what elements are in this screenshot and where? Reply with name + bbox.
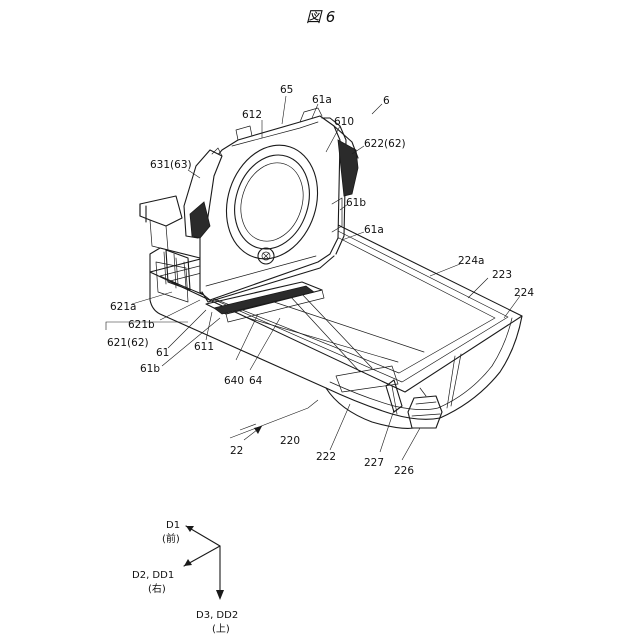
label-612: 612 <box>242 109 262 121</box>
label-220: 220 <box>280 435 300 447</box>
figure-title: 図 6 <box>306 8 335 26</box>
axis-d2-sub: (右) <box>148 582 166 595</box>
axis-d1-sub: (前) <box>162 532 180 545</box>
label-621a: 621a <box>110 301 136 313</box>
label-621b: 621b <box>128 319 155 331</box>
label-61: 61 <box>156 347 169 359</box>
label-610: 610 <box>334 116 354 128</box>
axis-d2-label: D2, DD1 <box>132 570 174 581</box>
label-61b-right: 61b <box>346 197 366 209</box>
axis-d1-label: D1 <box>166 520 180 531</box>
arrow-22 <box>244 426 262 440</box>
label-6: 6 <box>383 95 390 107</box>
label-22: 22 <box>230 445 243 457</box>
axis-d3-sub: (上) <box>212 623 230 635</box>
label-631: 631(63) <box>150 159 192 171</box>
holder-6 <box>200 108 346 302</box>
label-622: 622(62) <box>364 138 406 150</box>
axis-d3-label: D3, DD2 <box>196 610 238 621</box>
label-61a-top: 61a <box>312 94 332 106</box>
label-621: 621(62) <box>107 337 149 349</box>
label-65: 65 <box>280 84 293 96</box>
label-224a: 224a <box>458 255 484 267</box>
label-222: 222 <box>316 451 336 463</box>
label-227: 227 <box>364 457 384 469</box>
label-64: 64 <box>249 375 263 387</box>
label-61a-mid: 61a <box>364 224 384 236</box>
label-640: 640 <box>224 375 244 387</box>
label-61b-left: 61b <box>140 363 160 375</box>
label-226: 226 <box>394 465 414 477</box>
label-224: 224 <box>514 287 534 299</box>
axis-indicator: D1 (前) D2, DD1 (右) D3, DD2 (上) <box>132 520 238 635</box>
label-223: 223 <box>492 269 512 281</box>
label-611: 611 <box>194 341 214 353</box>
